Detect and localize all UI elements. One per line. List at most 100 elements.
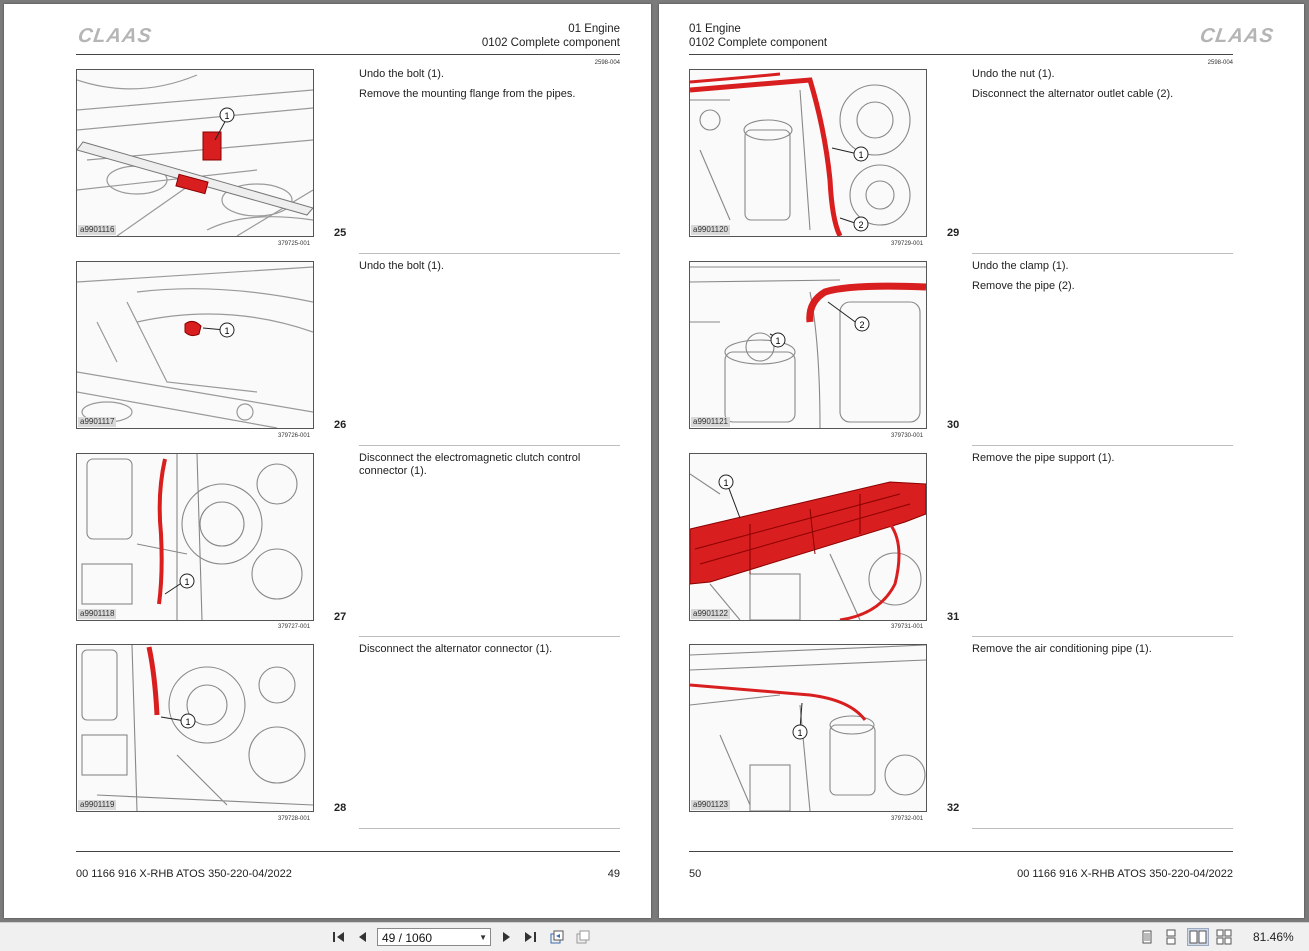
callout-1: 1 [224, 326, 229, 336]
image-ref: 379725-001 [278, 241, 311, 247]
step-number: 29 [947, 227, 960, 239]
image-id: a9901120 [691, 225, 730, 235]
chapter-title: 01 Engine [689, 23, 741, 35]
page-header: 01 Engine 0102 Complete component [482, 22, 620, 50]
image-ref: 379732-001 [891, 816, 924, 822]
continuous-icon[interactable] [1163, 929, 1179, 945]
step-illustration: 1 a9901119 [76, 644, 314, 812]
instruction-line: Disconnect the alternator connector (1). [359, 643, 553, 655]
page-indicator: 49 / 1060 [382, 931, 433, 945]
prev-page-icon[interactable] [355, 929, 371, 945]
step-illustration: 1 2 a9901120 [689, 69, 927, 237]
previous-view-icon[interactable] [549, 929, 565, 945]
step-number: 25 [334, 227, 347, 239]
step-instructions: Undo the nut (1). Disconnect the alterna… [972, 68, 1232, 108]
step-separator [359, 828, 620, 829]
step-separator [972, 445, 1233, 446]
step-instructions: Undo the clamp (1). Remove the pipe (2). [972, 260, 1232, 300]
step-instructions: Undo the bolt (1). [359, 260, 619, 280]
last-page-icon[interactable] [522, 929, 538, 945]
header-rule [76, 54, 620, 55]
step-separator [359, 636, 620, 637]
instruction-line: Remove the mounting flange from the pipe… [359, 88, 576, 100]
image-id: a9901121 [691, 417, 730, 427]
image-ref: 379730-001 [891, 433, 924, 439]
instruction-line: Undo the nut (1). [972, 68, 1055, 80]
callout-2: 2 [858, 220, 863, 230]
chevron-down-icon[interactable]: ▼ [479, 933, 487, 942]
image-ref: 379726-001 [278, 433, 311, 439]
instruction-line: Remove the air conditioning pipe (1). [972, 643, 1152, 655]
image-id: a9901122 [691, 609, 730, 619]
instruction-line: Remove the pipe support (1). [972, 452, 1115, 464]
first-page-icon[interactable] [331, 929, 347, 945]
step-illustration: 1 a9901123 [689, 644, 927, 812]
page-number: 49 [607, 868, 620, 880]
step-separator [359, 253, 620, 254]
callout-1: 1 [185, 717, 190, 727]
footer-rule [76, 851, 620, 852]
image-id: a9901116 [78, 225, 117, 235]
step-instructions: Undo the bolt (1). Remove the mounting f… [359, 68, 619, 108]
instruction-line: Undo the bolt (1). [359, 68, 444, 80]
header-rule [689, 54, 1233, 55]
instruction-line: Remove the pipe (2). [972, 280, 1075, 292]
step-instructions: Remove the air conditioning pipe (1). [972, 643, 1232, 663]
viewer-toolbar: 49 / 1060 ▼ 81.46% [0, 922, 1309, 951]
step-number: 32 [947, 802, 960, 814]
callout-1: 1 [797, 728, 802, 738]
continuous-facing-icon[interactable] [1216, 929, 1232, 945]
image-ref: 379731-001 [891, 624, 924, 630]
step-illustration: 1 a9901117 [76, 261, 314, 429]
document-page-left: CLAAS 01 Engine 0102 Complete component … [4, 4, 651, 918]
step-instructions: Disconnect the alternator connector (1). [359, 643, 619, 663]
page-number: 50 [689, 868, 702, 880]
page-header: 01 Engine 0102 Complete component [689, 22, 827, 50]
instruction-line: Undo the clamp (1). [972, 260, 1069, 272]
claas-logo: CLAAS [76, 25, 154, 47]
step-illustration: 1 a9901122 [689, 453, 927, 621]
facing-pages-icon[interactable] [1187, 928, 1209, 946]
next-page-icon[interactable] [498, 929, 514, 945]
next-view-icon[interactable] [575, 929, 591, 945]
step-instructions: Disconnect the electromagnetic clutch co… [359, 452, 599, 485]
step-illustration: 1 a9901116 [76, 69, 314, 237]
step-number: 26 [334, 419, 347, 431]
image-id: a9901123 [691, 800, 730, 810]
step-illustration: 1 2 a9901121 [689, 261, 927, 429]
step-separator [972, 253, 1233, 254]
step-illustration: 1 a9901118 [76, 453, 314, 621]
image-id: a9901118 [78, 609, 117, 619]
image-ref: 379729-001 [891, 241, 924, 247]
doc-code: 2598-004 [594, 60, 620, 66]
callout-1: 1 [184, 577, 189, 587]
section-title: 0102 Complete component [689, 37, 828, 49]
image-ref: 379727-001 [278, 624, 311, 630]
callout-1: 1 [858, 150, 863, 160]
image-id: a9901119 [78, 800, 117, 810]
footer-doc-number: 00 1166 916 X-RHB ATOS 350-220-04/2022 [1017, 868, 1233, 880]
callout-1: 1 [224, 111, 229, 121]
step-separator [359, 445, 620, 446]
document-page-right: 01 Engine 0102 Complete component CLAAS … [659, 4, 1304, 918]
step-instructions: Remove the pipe support (1). [972, 452, 1232, 472]
chapter-title: 01 Engine [568, 23, 620, 35]
callout-1: 1 [723, 478, 728, 488]
instruction-line: Disconnect the electromagnetic clutch co… [359, 452, 581, 477]
instruction-line: Disconnect the alternator outlet cable (… [972, 88, 1174, 100]
zoom-level[interactable]: 81.46% [1253, 930, 1294, 944]
image-ref: 379728-001 [278, 816, 311, 822]
instruction-line: Undo the bolt (1). [359, 260, 444, 272]
page-number-input[interactable]: 49 / 1060 ▼ [377, 928, 491, 946]
image-id: a9901117 [78, 417, 117, 427]
callout-2: 2 [859, 320, 864, 330]
step-number: 27 [334, 611, 347, 623]
single-page-icon[interactable] [1139, 929, 1155, 945]
footer-doc-number: 00 1166 916 X-RHB ATOS 350-220-04/2022 [76, 868, 292, 880]
step-separator [972, 828, 1233, 829]
step-separator [972, 636, 1233, 637]
step-number: 30 [947, 419, 960, 431]
section-title: 0102 Complete component [481, 37, 620, 49]
claas-logo: CLAAS [1198, 25, 1276, 47]
callout-1: 1 [775, 336, 780, 346]
